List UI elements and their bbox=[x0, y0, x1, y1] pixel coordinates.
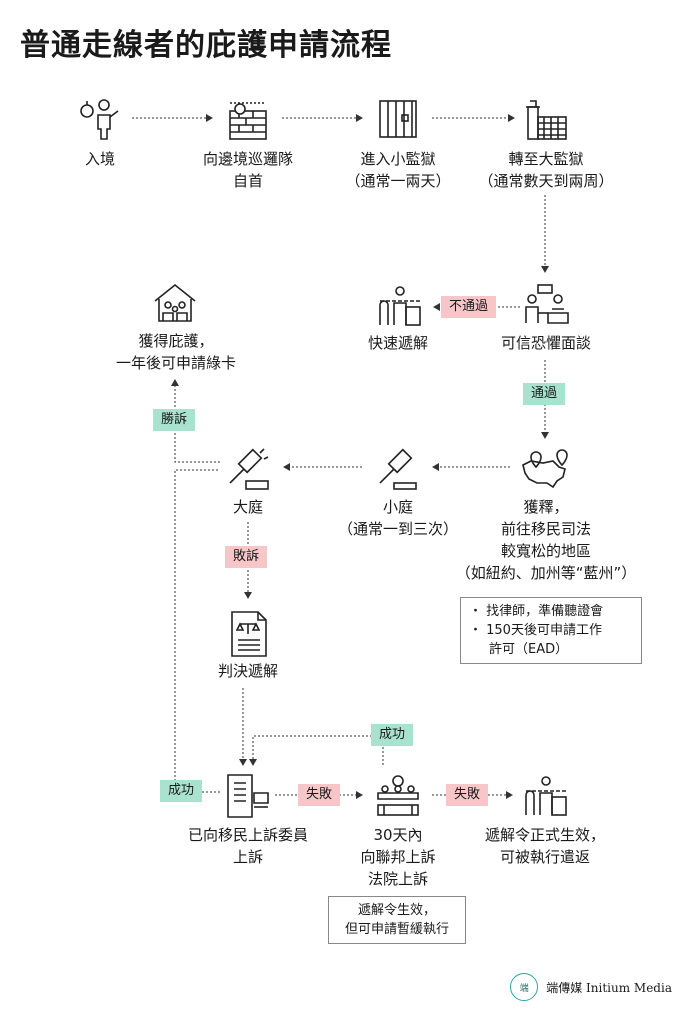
arrow-federal-success-loop bbox=[249, 735, 384, 766]
house-family-icon bbox=[154, 283, 196, 322]
interview-icon bbox=[525, 284, 569, 324]
note-federal-line-1: 遞解令生效， bbox=[357, 903, 436, 918]
person-with-bag-icon bbox=[80, 99, 119, 140]
label-bia-appeal: 已向移民上訴委員上訴 bbox=[187, 826, 308, 866]
label-expedited: 快速遞解 bbox=[367, 334, 428, 352]
label-final-order: 遞解令正式生效，可被執行遣返 bbox=[484, 826, 605, 866]
court-panel-icon bbox=[377, 775, 419, 816]
note-released: ・ 找律師，準備聽證會 ・ 150天後可申請工作 許可（EAD） bbox=[460, 597, 642, 664]
label-federal-appeal: 30天內向聯邦上訴法院上訴 bbox=[360, 826, 436, 888]
arrow-bia-success-loop bbox=[174, 469, 220, 793]
tag-pass-interview: 通過 bbox=[523, 383, 566, 405]
prison-building-icon bbox=[526, 100, 567, 140]
note-federal: 遞解令生效， 但可申請暫緩執行 bbox=[328, 896, 466, 944]
gavel-large-icon bbox=[229, 448, 269, 490]
gavel-icon bbox=[379, 448, 417, 490]
label-big-jail: 轉至大監獄（通常數天到兩周） bbox=[478, 150, 614, 190]
jail-cell-icon bbox=[379, 100, 417, 138]
note-federal-line-2: 但可申請暫緩執行 bbox=[344, 922, 449, 937]
us-map-icon bbox=[522, 449, 568, 489]
note-bullet-2: ・ 150天後可申請工作 bbox=[469, 623, 602, 638]
border-patrol-icon bbox=[229, 102, 267, 140]
label-deport-order: 判決遞解 bbox=[217, 662, 278, 680]
label-small-court: 小庭（通常一到三次） bbox=[337, 498, 458, 538]
tag-win: 勝訴 bbox=[153, 409, 196, 431]
label-big-court: 大庭 bbox=[232, 498, 263, 516]
label-entry: 入境 bbox=[84, 150, 115, 168]
tag-lose: 敗訴 bbox=[225, 546, 268, 568]
brand-logo: 端 端傳媒 Initium Media bbox=[510, 973, 672, 1001]
appeal-document-icon bbox=[227, 774, 269, 818]
label-released: 獲釋，前往移民司法 較寬松的地區（如紐約、加州等“藍州”） bbox=[455, 498, 637, 582]
tag-fail-federal: 失敗 bbox=[446, 784, 489, 806]
tag-success-federal: 成功 bbox=[371, 724, 414, 746]
label-asylum: 獲得庇護，一年後可申請綠卡 bbox=[115, 332, 236, 372]
label-small-jail: 進入小監獄（通常一兩天） bbox=[345, 150, 451, 190]
label-credible-fear: 可信恐懼面談 bbox=[500, 334, 591, 352]
note-bullet-2-cont: 許可（EAD） bbox=[489, 642, 569, 657]
document-scale-icon bbox=[231, 611, 267, 657]
logo-mark-icon: 端 bbox=[510, 973, 539, 1001]
tag-fail-bia: 失敗 bbox=[298, 784, 341, 806]
brand-name: 端傳媒 Initium Media bbox=[546, 980, 672, 995]
tag-success-bia: 成功 bbox=[160, 780, 203, 802]
page-title: 普通走線者的庇護申請流程 bbox=[20, 28, 392, 63]
arrow-win-to-asylum bbox=[171, 379, 220, 463]
note-bullet-1: ・ 找律師，準備聽證會 bbox=[469, 604, 604, 619]
barrier-final-icon bbox=[525, 776, 567, 816]
barrier-icon bbox=[379, 286, 421, 326]
tag-fail-interview: 不通過 bbox=[441, 296, 497, 318]
label-surrender: 向邊境巡邏隊自首 bbox=[202, 150, 293, 190]
